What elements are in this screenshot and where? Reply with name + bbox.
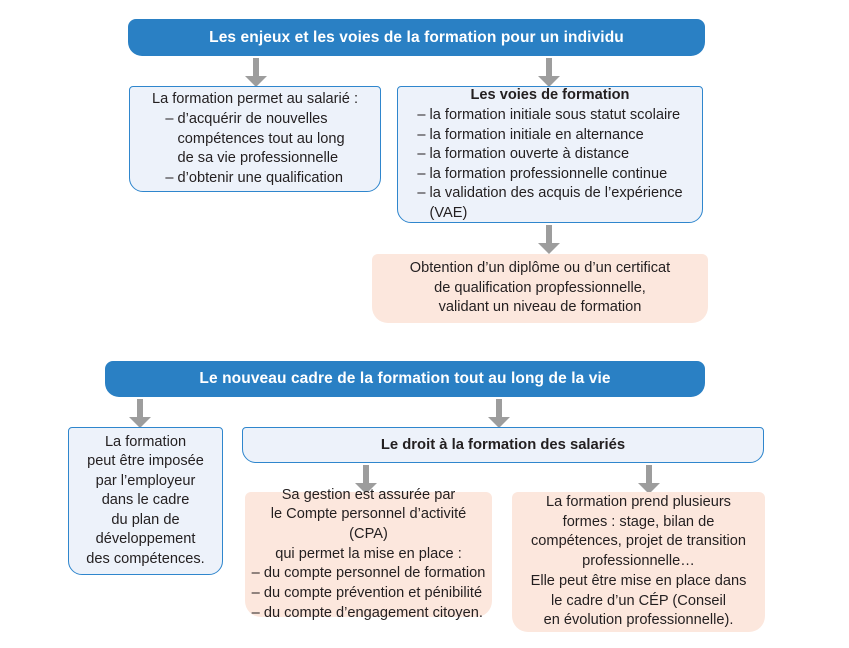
section1-header-label: Les enjeux et les voies de la formation … [209, 28, 624, 46]
section1-header: Les enjeux et les voies de la formation … [128, 19, 705, 56]
text-line: La formation [104, 434, 187, 451]
section2-sub-header: Le droit à la formation des salariés [242, 427, 764, 463]
text-line: le Compte personnel d’activité (CPA) [270, 506, 467, 542]
section1-right-bullets: – la formation initiale sous statut scol… [417, 106, 682, 222]
section2-header-label: Le nouveau cadre de la formation tout au… [199, 370, 611, 387]
arrow-header2-to-left-box [129, 399, 151, 428]
list-item: compétences tout au long [165, 130, 345, 147]
list-item: – la formation initiale sous statut scol… [417, 107, 681, 124]
list-item: – la validation des acquis de l’expérien… [417, 185, 683, 202]
text-line: dans le cadre [101, 492, 190, 509]
section2-box-cpa: Sa gestion est assurée par le Compte per… [245, 487, 492, 621]
list-item: – la formation initiale en alternance [417, 126, 644, 143]
text-line: Sa gestion est assurée par [281, 486, 456, 503]
text-line: professionnelle… [582, 553, 695, 570]
section2-box-formes: La formation prend plusieurs formes : st… [512, 492, 765, 632]
section1-left-bullets: – d’acquérir de nouvelles compétences to… [165, 110, 344, 188]
list-item: – la formation professionnelle continue [417, 165, 668, 182]
section1-left-intro: La formation permet au salarié : [151, 90, 359, 107]
section2-header: Le nouveau cadre de la formation tout au… [105, 361, 705, 397]
text-line: développement [95, 531, 196, 548]
text-line: des compétences. [86, 550, 205, 567]
text-line: Elle peut être mise en place dans [530, 572, 747, 589]
list-item: – d’acquérir de nouvelles [165, 111, 328, 128]
section2-left-box: La formation peut être imposée par l’emp… [68, 427, 223, 575]
list-item: – la formation ouverte à distance [417, 146, 630, 163]
text-line: formes : stage, bilan de [562, 513, 715, 530]
text-line: par l’employeur [95, 472, 196, 489]
arrow-voies-to-result [538, 225, 560, 254]
arrow-header1-to-right-box [538, 58, 560, 87]
section1-result-box: Obtention d’un diplôme ou d’un certifica… [372, 254, 708, 323]
text-line: validant un niveau de formation [438, 299, 642, 316]
arrow-header1-to-left-box [245, 58, 267, 87]
text-line: de qualification propfessionnelle, [434, 279, 646, 296]
text-line: qui permet la mise en place : [275, 545, 462, 562]
list-item: de sa vie professionnelle [165, 150, 339, 167]
arrow-subheader-to-formes [638, 465, 660, 494]
section2-cpa-bullets: – du compte personnel de formation – du … [252, 564, 486, 623]
list-item: – du compte d’engagement citoyen. [251, 604, 483, 621]
text-line: Obtention d’un diplôme ou d’un certifica… [409, 259, 671, 276]
text-line: La formation prend plusieurs [546, 494, 731, 511]
text-line: le cadre d’un CÉP (Conseil [551, 592, 726, 609]
section1-left-box: La formation permet au salarié : – d’acq… [129, 86, 381, 192]
section1-right-title: Les voies de formation [470, 87, 630, 104]
text-line: en évolution professionnelle). [543, 612, 734, 629]
list-item: – du compte prévention et pénibilité [251, 585, 483, 602]
list-item: (VAE) [417, 204, 468, 221]
section2-sub-header-label: Le droit à la formation des salariés [380, 437, 626, 453]
text-line: peut être imposée [87, 453, 204, 470]
section1-right-box: Les voies de formation – la formation in… [397, 86, 703, 223]
section2-cpa-lines: Sa gestion est assurée par le Compte per… [252, 486, 486, 565]
text-line: compétences, projet de transition [531, 533, 746, 550]
list-item: – d’obtenir une qualification [165, 169, 344, 186]
arrow-header2-to-subheader [488, 399, 510, 428]
text-line: du plan de [111, 511, 180, 528]
list-item: – du compte personnel de formation [251, 565, 486, 582]
